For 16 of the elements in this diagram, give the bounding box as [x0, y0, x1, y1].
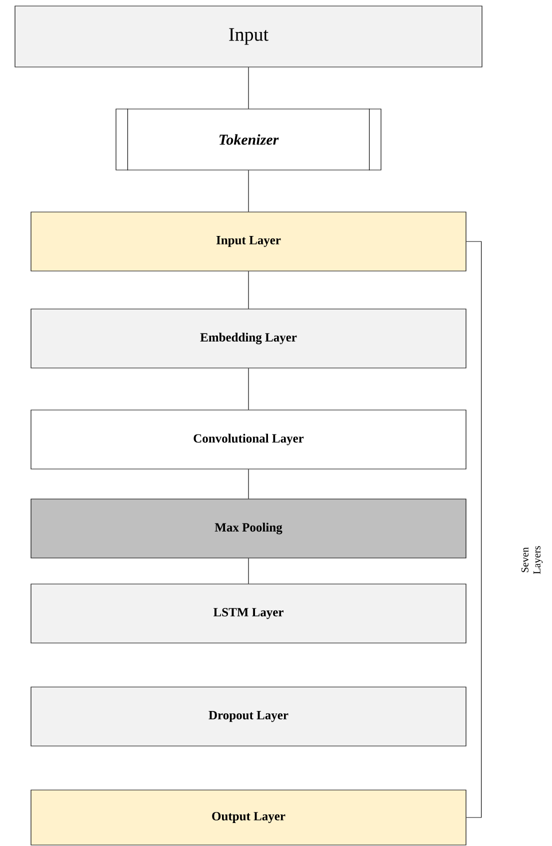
layer-box: Dropout Layer: [30, 686, 466, 746]
connector-line: [248, 558, 249, 584]
input-box: Input: [14, 6, 482, 68]
layer-box: Max Pooling: [30, 498, 466, 558]
connector-line: [248, 271, 249, 309]
connector-line: [248, 368, 249, 410]
bracket-label: Seven Layers: [521, 546, 543, 574]
layer-box: Convolutional Layer: [30, 410, 466, 470]
connector-line: [248, 67, 249, 109]
connector-line: [248, 170, 249, 212]
layer-box: Embedding Layer: [30, 308, 466, 368]
process-box: Tokenizer: [116, 108, 382, 171]
layer-box: LSTM Layer: [30, 584, 466, 644]
layer-box: Input Layer: [30, 212, 466, 272]
layer-box: Output Layer: [30, 790, 466, 846]
connector-line: [248, 469, 249, 499]
